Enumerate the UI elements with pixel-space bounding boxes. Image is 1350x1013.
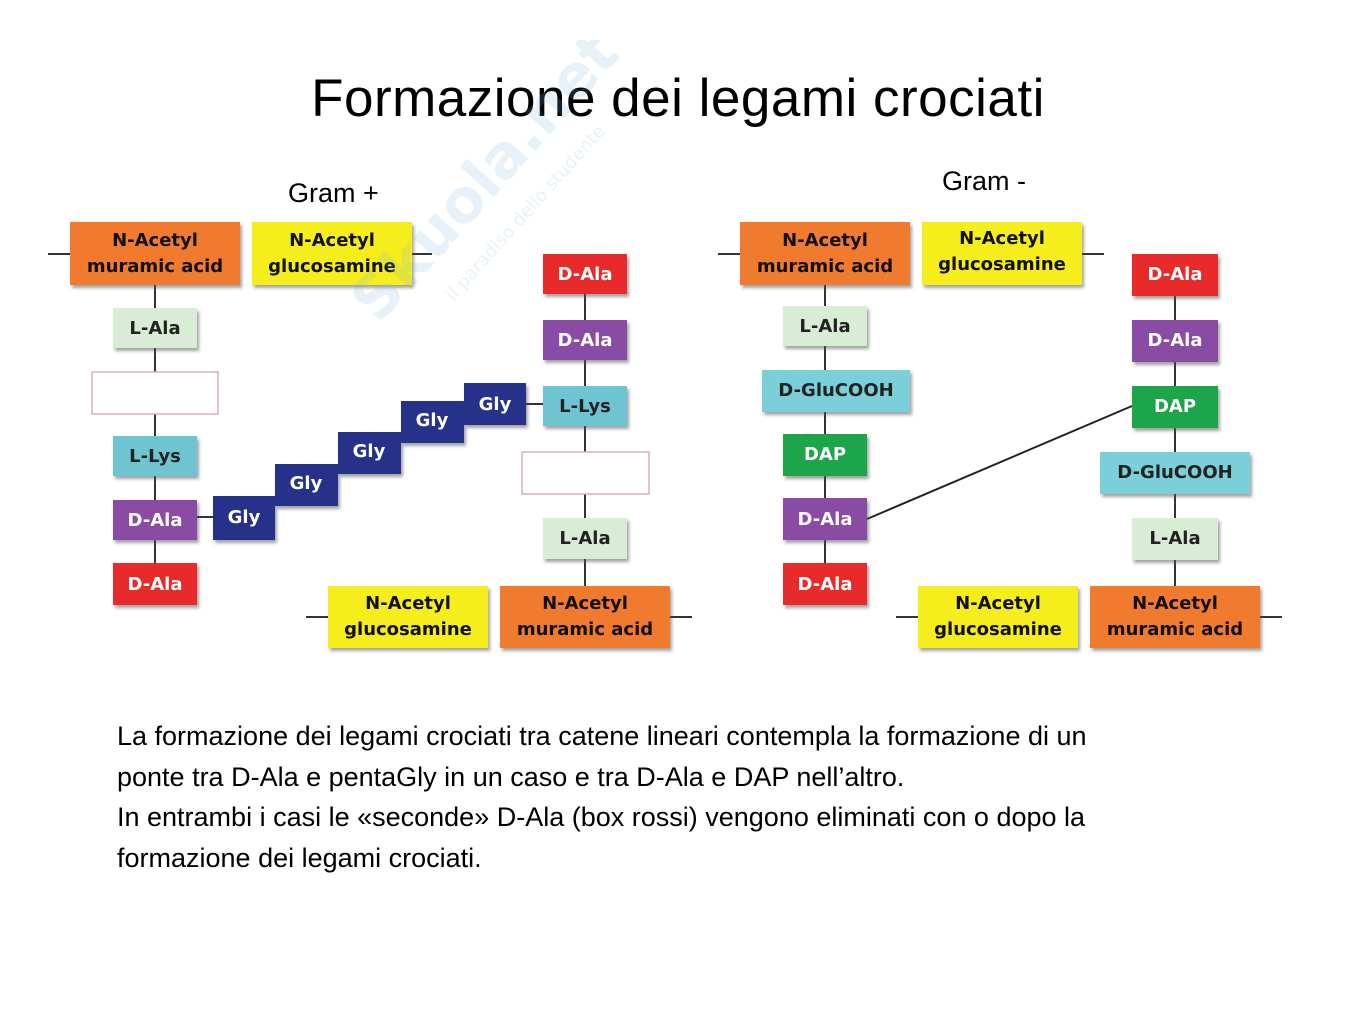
gn-nam-top — [740, 222, 910, 285]
gn-right-dap-label: DAP — [1154, 396, 1196, 417]
gn-right-d-ala-purple-label: D-Ala — [1148, 330, 1203, 351]
gp-left-empty-box — [91, 371, 219, 415]
watermark-brand: Skuola.net — [350, 40, 633, 335]
gp-nag-top-label1: N-Acetyl — [289, 230, 375, 251]
gp-left-d-ala-purple-label: D-Ala — [128, 510, 183, 531]
gp-right-l-lys-label: L-Lys — [559, 396, 611, 417]
gp-gly-4 — [401, 401, 464, 443]
gp-right-empty-box — [521, 451, 650, 495]
gn-nag-bottom — [918, 586, 1078, 648]
gn-left-l-ala — [783, 306, 867, 346]
gp-gly-5-label: Gly — [479, 394, 512, 415]
gp-right-d-ala-red-label: D-Ala — [558, 264, 613, 285]
gn-left-d-ala-purple-label: D-Ala — [798, 509, 853, 530]
gp-gly-2 — [275, 464, 338, 506]
description-line-4: formazione dei legami crociati. — [117, 842, 482, 873]
gp-right-d-ala-red — [543, 254, 627, 294]
gp-left-d-ala-purple — [113, 500, 197, 540]
gn-nam-bottom-label2: muramic acid — [1107, 619, 1243, 640]
gn-nam-top-label2: muramic acid — [757, 256, 893, 277]
gn-left-d-glucooh — [762, 370, 910, 412]
gp-nam-bottom — [500, 586, 670, 648]
gp-nag-bottom — [328, 586, 488, 648]
peptidoglycan-crosslink-diagram: N-Acetyl muramic acid N-Acetyl glucosami… — [48, 222, 1282, 648]
watermark-logo: Skuola.net il paradiso dello studente — [350, 40, 633, 335]
gp-nag-bottom-label2: glucosamine — [344, 619, 472, 640]
gram-positive-label: Gram + — [288, 178, 379, 208]
gp-right-l-ala — [543, 518, 627, 559]
gp-left-l-ala — [113, 308, 197, 348]
gn-right-d-glucooh-label: D-GluCOOH — [1117, 462, 1232, 483]
gp-nag-bottom-label1: N-Acetyl — [365, 593, 451, 614]
gn-right-d-glucooh — [1100, 452, 1250, 494]
gp-nam-bottom-label1: N-Acetyl — [542, 593, 628, 614]
gp-nam-top-label1: N-Acetyl — [112, 230, 198, 251]
gp-gly-5 — [464, 383, 526, 425]
gp-nam-top-label2: muramic acid — [87, 256, 223, 277]
gp-gly-1 — [213, 496, 275, 540]
gn-right-l-ala-label: L-Ala — [1149, 528, 1200, 549]
gp-nam-top — [70, 222, 240, 285]
description-line-2: ponte tra D-Ala e pentaGly in un caso e … — [117, 761, 905, 792]
gn-nag-top-label1: N-Acetyl — [959, 228, 1045, 249]
gn-nag-top — [922, 222, 1082, 285]
gram-negative-diagram: N-Acetyl muramic acid N-Acetyl glucosami… — [718, 222, 1282, 648]
gn-left-d-glucooh-label: D-GluCOOH — [778, 380, 893, 401]
gram-negative-label: Gram - — [942, 166, 1026, 196]
description-text: La formazione dei legami crociati tra ca… — [117, 716, 1257, 878]
gram-positive-diagram: N-Acetyl muramic acid N-Acetyl glucosami… — [48, 222, 692, 648]
gp-left-d-ala-red — [113, 563, 197, 605]
gp-gly-2-label: Gly — [290, 473, 323, 494]
gn-left-dap-label: DAP — [804, 444, 846, 465]
gn-right-d-ala-red — [1132, 254, 1218, 296]
gp-left-l-lys-label: L-Lys — [129, 446, 181, 467]
gn-left-d-ala-red — [783, 563, 867, 605]
gn-nam-bottom — [1090, 586, 1260, 648]
gn-left-d-ala-red-label: D-Ala — [798, 574, 853, 595]
gp-gly-1-label: Gly — [228, 507, 261, 528]
description-line-1: La formazione dei legami crociati tra ca… — [117, 721, 1087, 751]
gn-nag-top-label2: glucosamine — [938, 254, 1066, 275]
gp-right-d-ala-purple-label: D-Ala — [558, 330, 613, 351]
gn-nam-bottom-label1: N-Acetyl — [1132, 593, 1218, 614]
gp-left-l-ala-label: L-Ala — [129, 318, 180, 339]
description-line-3: In entrambi i casi le «seconde» D-Ala (b… — [117, 802, 1086, 832]
gp-nag-top-label2: glucosamine — [268, 256, 396, 277]
gp-right-l-ala-label: L-Ala — [559, 528, 610, 549]
gn-right-d-ala-purple — [1132, 320, 1218, 362]
gn-right-d-ala-red-label: D-Ala — [1148, 264, 1203, 285]
gp-right-l-lys — [543, 386, 627, 426]
gn-nag-bottom-label1: N-Acetyl — [955, 593, 1041, 614]
gp-gly-3 — [338, 432, 401, 474]
gp-nag-top — [252, 222, 412, 285]
page-title: Formazione dei legami crociati — [311, 69, 1045, 128]
gp-left-l-lys — [113, 436, 197, 476]
gn-nag-bottom-label2: glucosamine — [934, 619, 1062, 640]
gp-nam-bottom-label2: muramic acid — [517, 619, 653, 640]
gp-left-d-ala-red-label: D-Ala — [128, 574, 183, 595]
gp-gly-4-label: Gly — [416, 410, 449, 431]
gn-nam-top-label1: N-Acetyl — [782, 230, 868, 251]
gn-left-d-ala-purple — [783, 498, 867, 540]
gp-right-d-ala-purple — [543, 320, 627, 360]
gn-left-l-ala-label: L-Ala — [799, 316, 850, 337]
gp-gly-3-label: Gly — [353, 441, 386, 462]
gn-right-dap — [1132, 386, 1218, 428]
gn-left-dap — [783, 434, 867, 476]
gn-right-l-ala — [1132, 518, 1218, 560]
